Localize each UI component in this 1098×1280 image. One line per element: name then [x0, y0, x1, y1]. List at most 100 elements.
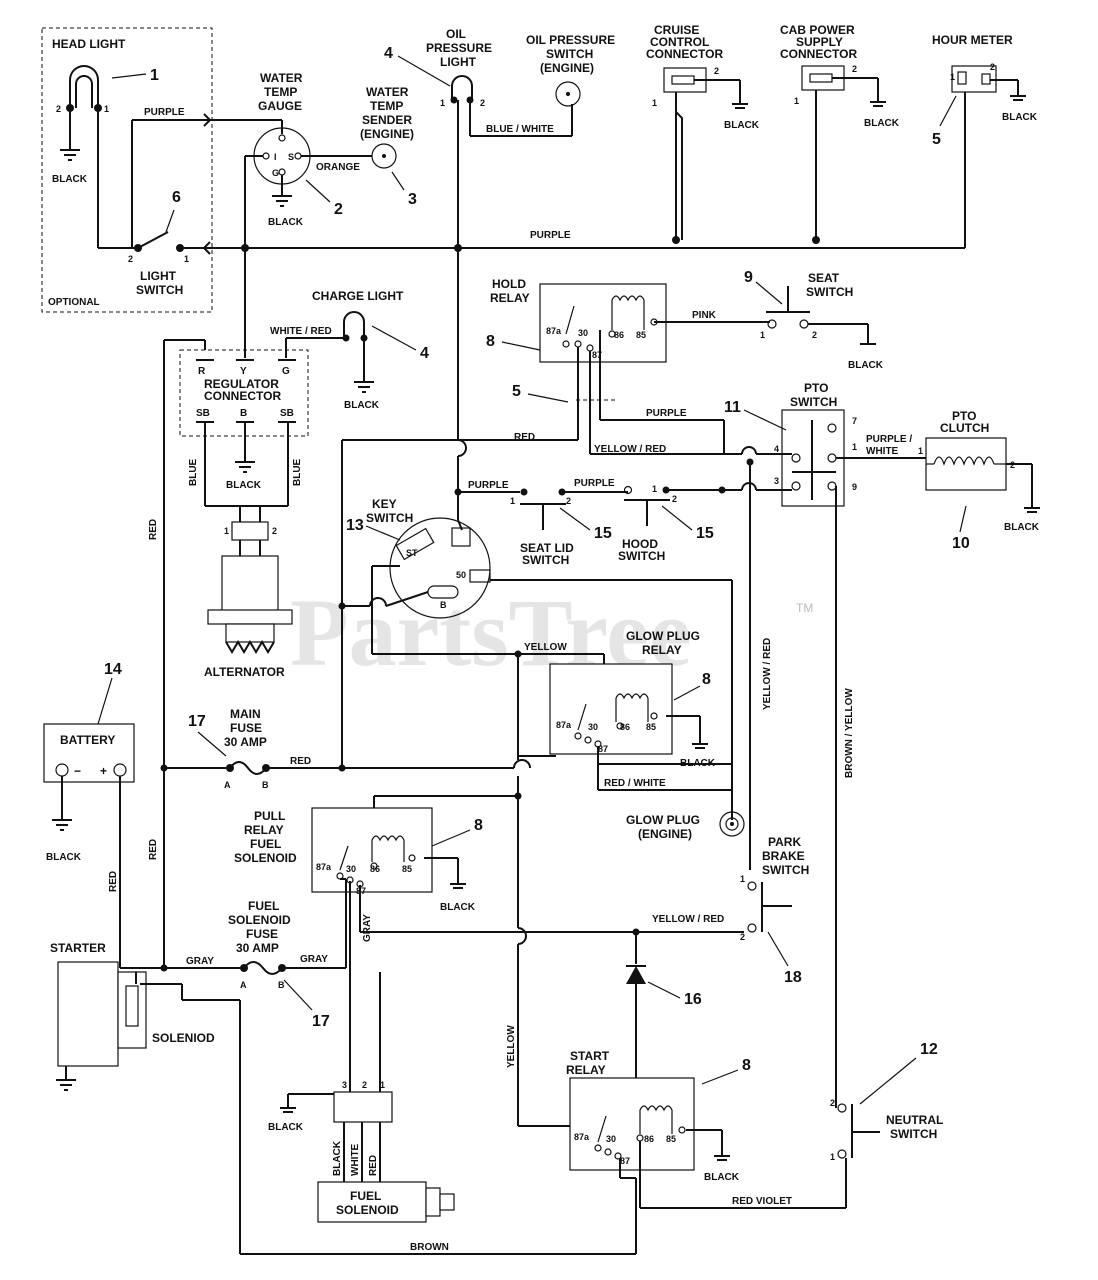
callout-15b: 15: [696, 525, 714, 542]
svg-text:G: G: [282, 366, 290, 377]
svg-text:FUEL: FUEL: [248, 899, 279, 913]
svg-text:87: 87: [356, 886, 366, 896]
svg-text:MAIN: MAIN: [230, 707, 261, 721]
svg-text:BLACK: BLACK: [332, 1140, 343, 1176]
svg-text:HOLD: HOLD: [492, 277, 526, 291]
svg-text:2: 2: [672, 494, 677, 504]
callout-11: 11: [724, 399, 741, 416]
svg-text:1: 1: [830, 1152, 835, 1162]
svg-text:2: 2: [812, 330, 817, 340]
watermark-tm: TM: [796, 601, 813, 615]
svg-text:SWITCH: SWITCH: [890, 1127, 937, 1141]
svg-text:1: 1: [652, 484, 657, 494]
svg-text:WATER: WATER: [260, 71, 303, 85]
callout-17a: 17: [188, 713, 206, 730]
svg-text:30: 30: [588, 722, 598, 732]
svg-text:BLACK: BLACK: [440, 902, 476, 913]
svg-text:PRESSURE: PRESSURE: [426, 41, 492, 55]
svg-text:BRAKE: BRAKE: [762, 849, 805, 863]
svg-text:2: 2: [714, 66, 719, 76]
callout-13: 13: [346, 517, 364, 534]
svg-text:1: 1: [760, 330, 765, 340]
wire-label-red-fuse: RED: [290, 756, 311, 767]
svg-text:87: 87: [620, 1156, 630, 1166]
callout-8c: 8: [474, 817, 483, 834]
svg-text:2: 2: [990, 62, 995, 72]
wire-label-blue-1: BLUE: [188, 458, 199, 486]
svg-text:OIL: OIL: [446, 27, 466, 41]
svg-text:86: 86: [614, 330, 624, 340]
svg-text:LIGHT: LIGHT: [440, 55, 477, 69]
svg-text:CRUISE: CRUISE: [654, 23, 699, 37]
wire-label-red-battery: RED: [108, 871, 119, 892]
callout-8b: 8: [702, 671, 711, 688]
svg-text:87a: 87a: [574, 1132, 590, 1142]
wire-label-yellow-glow: YELLOW: [524, 642, 567, 653]
svg-text:RED: RED: [368, 1155, 379, 1176]
water-temp-sender: WATER TEMP SENDER (ENGINE): [360, 85, 414, 169]
callout-16: 16: [684, 991, 702, 1008]
svg-text:Y: Y: [240, 366, 247, 377]
svg-text:BLACK: BLACK: [864, 118, 900, 129]
callout-12: 12: [920, 1041, 938, 1058]
svg-text:SWITCH: SWITCH: [806, 285, 853, 299]
svg-text:2: 2: [852, 64, 857, 74]
starter: STARTER SOLENIOD: [50, 941, 215, 1091]
svg-text:R: R: [198, 366, 206, 377]
svg-text:86: 86: [644, 1134, 654, 1144]
svg-text:TEMP: TEMP: [264, 85, 297, 99]
svg-text:G: G: [272, 168, 279, 178]
svg-text:3: 3: [774, 476, 779, 486]
svg-text:SWITCH: SWITCH: [522, 553, 569, 567]
svg-text:RELAY: RELAY: [490, 291, 530, 305]
wire-label-brown-yellow: BROWN / YELLOW: [844, 688, 855, 778]
svg-text:CONNECTOR: CONNECTOR: [780, 47, 857, 61]
callout-3: 3: [408, 191, 417, 208]
svg-text:RELAY: RELAY: [244, 823, 284, 837]
svg-text:2: 2: [830, 1098, 835, 1108]
svg-text:GLOW PLUG: GLOW PLUG: [626, 813, 700, 827]
svg-text:SENDER: SENDER: [362, 113, 412, 127]
wire-label-yellow-start: YELLOW: [506, 1025, 517, 1068]
svg-text:85: 85: [646, 722, 656, 732]
wire-label-white-red: WHITE / RED: [270, 326, 332, 337]
svg-text:SOLENOID: SOLENOID: [228, 913, 291, 927]
svg-text:SOLENOID: SOLENOID: [336, 1203, 399, 1217]
svg-text:A: A: [240, 980, 247, 990]
svg-text:ALTERNATOR: ALTERNATOR: [204, 665, 285, 679]
fuel-solenoid: 3 2 1 BLACK WHITE RED FUEL SOLENOID BLAC…: [268, 1080, 455, 1223]
wire-label-pink: PINK: [692, 310, 717, 321]
svg-text:87: 87: [592, 350, 602, 360]
wire-label-yellow-red-vert: YELLOW / RED: [762, 638, 773, 710]
wire-label-yellow-red-park: YELLOW / RED: [652, 914, 724, 925]
svg-text:85: 85: [402, 864, 412, 874]
start-relay: START RELAY 87a 30 87 86 85 BLACK: [566, 1049, 740, 1183]
cab-power-connector: CAB POWER SUPPLY CONNECTOR 1 2 BLACK: [780, 23, 900, 240]
callout-17b: 17: [312, 1013, 330, 1030]
svg-text:SEAT: SEAT: [808, 271, 840, 285]
neutral-switch: 2 1 NEUTRAL SWITCH: [830, 1098, 943, 1162]
svg-text:BLACK: BLACK: [46, 852, 82, 863]
pto-clutch: PTO CLUTCH 1 2 BLACK: [918, 409, 1040, 533]
svg-text:I: I: [274, 152, 277, 162]
svg-text:HOOD: HOOD: [622, 537, 658, 551]
wire-label-orange: ORANGE: [316, 162, 360, 173]
svg-text:BLACK: BLACK: [1004, 522, 1040, 533]
svg-text:PARK: PARK: [768, 835, 801, 849]
svg-text:7: 7: [852, 416, 857, 426]
svg-text:1: 1: [510, 496, 515, 506]
park-brake-switch: PARK BRAKE SWITCH 1 2: [740, 835, 809, 942]
callout-10: 10: [952, 535, 970, 552]
svg-text:SOLENIOD: SOLENIOD: [152, 1031, 215, 1045]
svg-text:BLACK: BLACK: [344, 400, 380, 411]
svg-text:CHARGE LIGHT: CHARGE LIGHT: [312, 289, 404, 303]
callout-4a: 4: [384, 45, 393, 62]
svg-text:SWITCH: SWITCH: [546, 47, 593, 61]
wire-label-gray-2: GRAY: [300, 954, 328, 965]
callout-14: 14: [104, 661, 122, 678]
svg-text:REGULATOR: REGULATOR: [204, 377, 279, 391]
svg-text:1: 1: [918, 446, 923, 456]
oil-pressure-switch: OIL PRESSURE SWITCH (ENGINE): [526, 33, 615, 107]
svg-text:A: A: [224, 780, 231, 790]
svg-text:1: 1: [852, 442, 857, 452]
